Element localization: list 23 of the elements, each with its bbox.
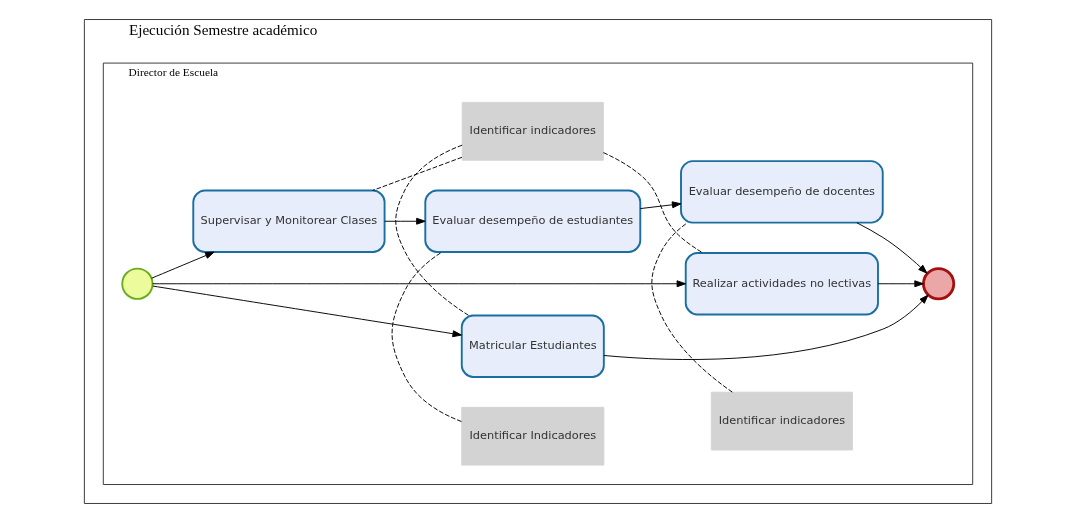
node-box: Matricular Estudiantes bbox=[460, 314, 605, 378]
arrow bbox=[877, 280, 924, 288]
node-box: Identificar Indicadores bbox=[460, 406, 604, 466]
arrow bbox=[150, 251, 215, 279]
node-box: Identificar indicadores bbox=[461, 101, 604, 161]
connector bbox=[391, 251, 462, 422]
node-box: Evaluar desempeño de docentes bbox=[679, 160, 884, 224]
node-box: Realizar actividades no lectivas bbox=[684, 252, 879, 316]
connector bbox=[371, 156, 462, 191]
node-box: Evaluar desempeño de estudiantes bbox=[423, 189, 641, 253]
arrow bbox=[855, 222, 927, 274]
arrow bbox=[151, 280, 686, 288]
node-box: Supervisar y Monitorear Clases bbox=[191, 189, 386, 253]
node-circle bbox=[921, 267, 955, 301]
connector bbox=[394, 144, 469, 316]
connector bbox=[602, 152, 703, 254]
connector bbox=[650, 222, 733, 393]
arrow bbox=[383, 217, 426, 225]
node-box: Identificar indicadores bbox=[710, 391, 853, 451]
node-circle bbox=[120, 267, 153, 300]
arrow bbox=[639, 201, 681, 210]
arrow bbox=[602, 294, 929, 360]
arrow bbox=[151, 285, 462, 338]
